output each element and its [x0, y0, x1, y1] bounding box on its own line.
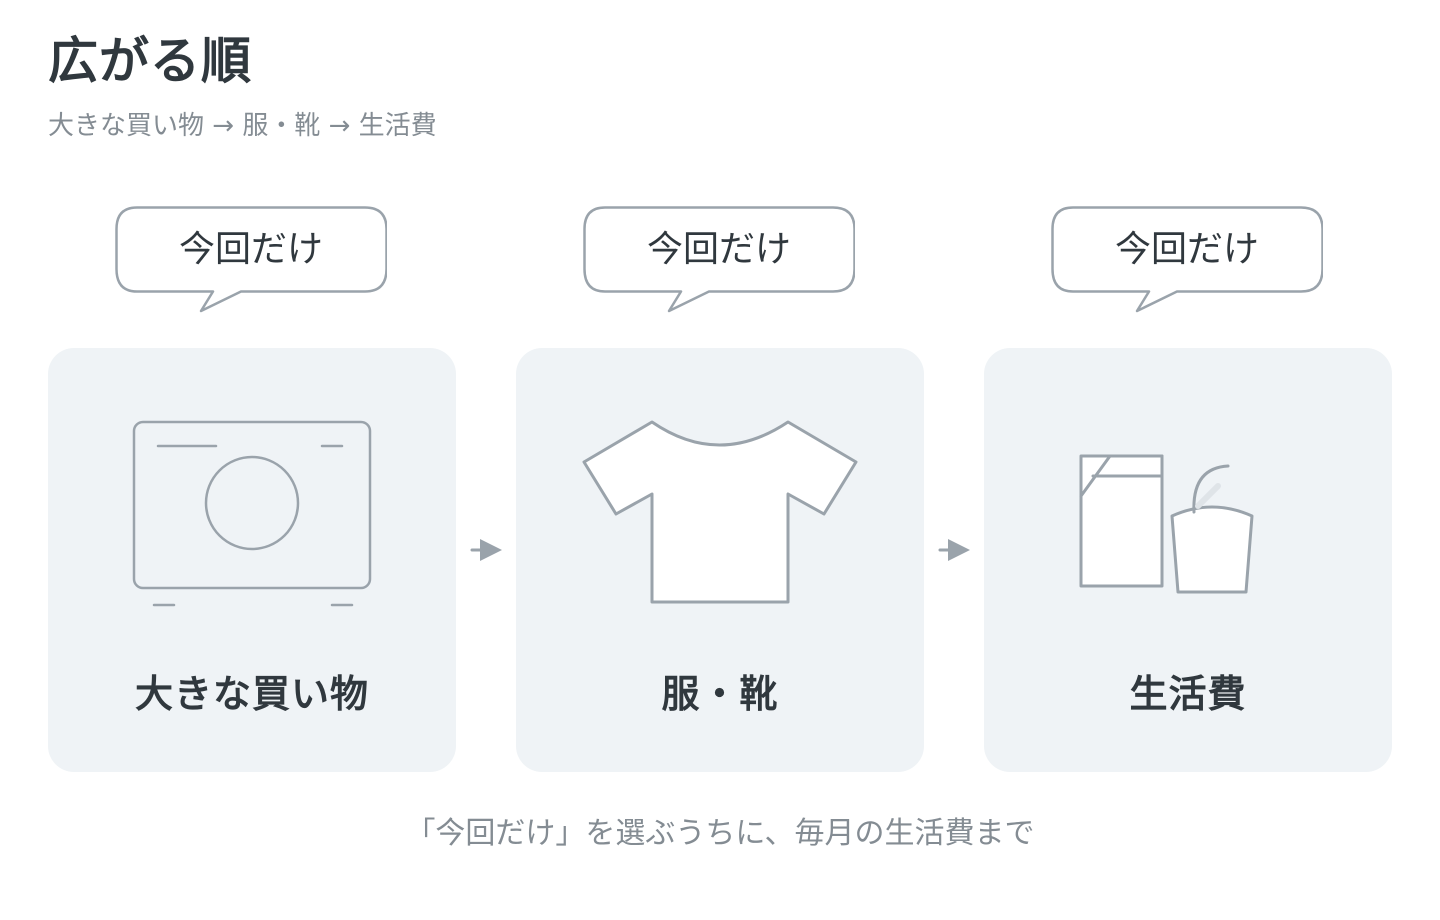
speech-bubble-2: 今回だけ	[583, 206, 855, 318]
speech-bubble-shape	[115, 206, 387, 313]
step-card-living-expenses: 生活費	[984, 348, 1392, 772]
caption: 「今回だけ」を選ぶうちに、毎月の生活費まで	[405, 816, 1035, 851]
speech-bubble-shape	[583, 206, 855, 313]
step-label: 服・靴	[661, 672, 779, 716]
speech-bubble-1: 今回だけ	[115, 206, 387, 318]
groceries-icon	[1079, 454, 1254, 594]
washing-machine-icon	[132, 420, 372, 607]
step-card-large-purchase: 大きな買い物	[48, 348, 456, 772]
speech-bubble-3: 今回だけ	[1051, 206, 1323, 318]
page-subtitle: 大きな買い物 → 服・靴 → 生活費	[48, 111, 437, 141]
step-label: 生活費	[1129, 672, 1247, 716]
page-title: 広がる順	[48, 32, 252, 90]
arrow-right-icon	[470, 539, 502, 561]
step-label: 大きな買い物	[134, 672, 369, 716]
t-shirt-icon	[582, 420, 858, 604]
speech-bubble-text: 今回だけ	[1114, 229, 1259, 270]
speech-bubble-text: 今回だけ	[178, 229, 323, 270]
speech-bubble-text: 今回だけ	[646, 229, 791, 270]
speech-bubble-shape	[1051, 206, 1323, 313]
arrow-right-icon	[938, 539, 970, 561]
step-card-clothes-shoes: 服・靴	[516, 348, 924, 772]
